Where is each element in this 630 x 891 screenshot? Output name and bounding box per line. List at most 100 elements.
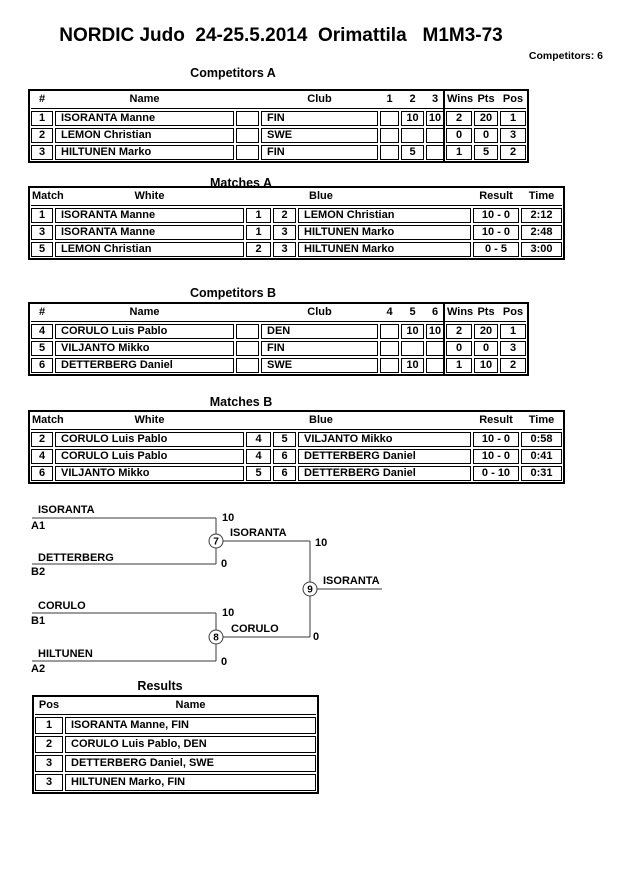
cell-result: 0 - 10 [473,466,519,481]
col-header-white: White [134,190,165,202]
match-row: 2 CORULO Luis Pablo 4 5 VILJANTO Mikko 1… [31,432,562,447]
cell-result: 10 - 0 [473,208,519,223]
cell-time: 0:31 [521,466,562,481]
col-header-spacer [273,189,296,204]
cell-wins: 0 [446,341,472,356]
bracket-competitor: CORULO [38,600,86,612]
cell-num: 4 [31,324,53,339]
col-header-spacer [246,189,271,204]
cell-pos: 3 [35,774,63,791]
competitor-row: 2 LEMON Christian SWE 0 0 3 [31,128,526,143]
cell-r1 [380,145,399,160]
cell-result: 10 - 0 [473,432,519,447]
cell-result: 10 - 0 [473,225,519,240]
cell-white-name: CORULO Luis Pablo [55,449,244,464]
cell-club: FIN [261,341,378,356]
cell-white-num: 2 [246,242,271,257]
col-header-r3: 6 [431,306,439,318]
cell-result: 10 - 0 [473,449,519,464]
cell-match-no: 4 [31,449,53,464]
cell-blue-name: LEMON Christian [298,208,471,223]
cell-time: 0:41 [521,449,562,464]
cell-pts: 20 [474,111,498,126]
cell-time: 3:00 [521,242,562,257]
col-header-pos: Pos [502,306,524,318]
cell-r3 [426,128,444,143]
cell-r1 [380,341,399,356]
cell-match-no: 2 [31,432,53,447]
col-header-spacer [273,413,296,428]
bracket-seed: A2 [31,663,45,675]
cell-spacer [236,145,259,160]
cell-match-no: 5 [31,242,53,257]
cell-wins: 1 [446,358,472,373]
match-number: 8 [213,633,219,644]
cell-r1 [380,324,399,339]
bracket-competitor: DETTERBERG [38,552,114,564]
cell-wins: 2 [446,324,472,339]
competitors-b-title: Competitors B [189,286,277,300]
results-table: Pos Name 1 ISORANTA Manne, FIN 2 CORULO … [32,695,319,794]
col-header-time: Time [528,190,555,202]
col-header-pts: Pts [477,93,495,105]
competitors-b-table: # Name Club 4 5 6 Wins Pts Pos 4 CORULO … [28,302,529,376]
matches-b-table: Match White Blue Result Time 2 CORULO Lu… [28,410,565,484]
match-number: 9 [307,585,313,596]
col-header-num: # [38,93,46,105]
cell-name: HILTUNEN Marko [55,145,234,160]
bracket-score: 0 [221,656,227,668]
col-header-spacer [236,305,259,320]
cell-r2 [401,128,424,143]
cell-r3: 10 [426,111,444,126]
cell-r1 [380,128,399,143]
matches-b-title: Matches B [209,395,273,409]
cell-white-name: ISORANTA Manne [55,208,244,223]
bracket-winner: CORULO [231,623,279,635]
match-row: 6 VILJANTO Mikko 5 6 DETTERBERG Daniel 0… [31,466,562,481]
cell-pts: 5 [474,145,498,160]
col-header-result: Result [479,190,513,202]
table-header-row: # Name Club 4 5 6 Wins Pts Pos [31,305,526,322]
cell-pts: 0 [474,341,498,356]
cell-white-num: 4 [246,449,271,464]
cell-name: VILJANTO Mikko [55,341,234,356]
col-header-wins: Wins [447,306,474,318]
bracket-seed: A1 [31,520,45,532]
result-row: 2 CORULO Luis Pablo, DEN [35,736,316,753]
cell-pos: 3 [35,755,63,772]
cell-name: HILTUNEN Marko, FIN [65,774,316,791]
cell-blue-name: VILJANTO Mikko [298,432,471,447]
bracket-score: 10 [222,607,234,619]
cell-spacer [236,111,259,126]
cell-result: 0 - 5 [473,242,519,257]
cell-name: DETTERBERG Daniel [55,358,234,373]
cell-blue-num: 3 [273,242,296,257]
cell-name: DETTERBERG Daniel, SWE [65,755,316,772]
col-header-pos: Pos [502,93,524,105]
cell-blue-name: HILTUNEN Marko [298,242,471,257]
cell-blue-num: 3 [273,225,296,240]
cell-r1 [380,358,399,373]
bracket-score: 0 [221,558,227,570]
cell-num: 5 [31,341,53,356]
col-header-pos: Pos [38,699,60,711]
cell-name: ISORANTA Manne, FIN [65,717,316,734]
group-separator [443,90,445,162]
cell-match-no: 3 [31,225,53,240]
col-header-club: Club [307,93,332,105]
bracket-score: 0 [313,631,319,643]
cell-white-name: ISORANTA Manne [55,225,244,240]
medal-bracket: 7 8 9 ISORANTA A1 DETTERBERG B2 10 0 ISO… [31,504,382,675]
cell-pos: 1 [500,111,526,126]
competitors-count-label: Competitors: 6 [528,50,603,62]
col-header-r2: 2 [409,93,416,105]
page-title: NORDIC Judo 24-25.5.2014 Orimattila M1M3… [59,25,503,46]
cell-club: SWE [261,358,378,373]
cell-r3: 10 [426,324,444,339]
match-number-circle [302,581,318,597]
col-header-wins: Wins [447,93,474,105]
col-header-match: Match [32,414,64,426]
cell-pos: 1 [35,717,63,734]
col-header-name: Name [129,93,160,105]
cell-r3 [426,358,444,373]
